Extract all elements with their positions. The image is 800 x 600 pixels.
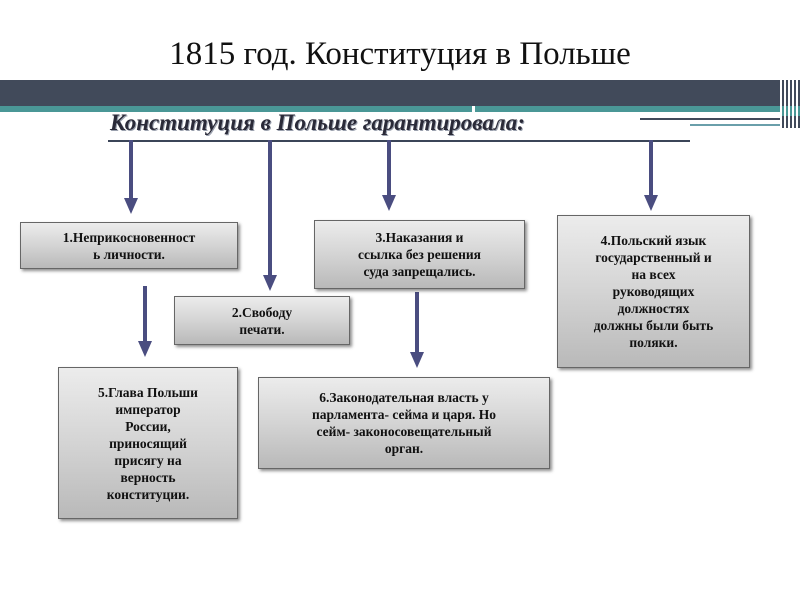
item-box-4: 4.Польский язык государственный и на все… [557,215,750,368]
item-box-3: 3.Наказания и ссылка без решения суда за… [314,220,525,289]
accent-band-left [0,106,475,112]
header-band [0,80,780,106]
arrow-to-item-1 [124,140,138,214]
item-box-6: 6.Законодательная власть у парламента- с… [258,377,550,469]
subtitle-underline [108,140,690,142]
item-box-2: 2.Свободу печати. [174,296,350,345]
accent-band-right [475,106,780,112]
decor-line-2 [690,124,780,126]
accent-stripes [782,106,800,116]
slide-title: 1815 год. Конституция в Польше [169,36,631,72]
diagram-subtitle: Конституция в Польше гарантировала: [110,110,525,135]
item-box-5: 5.Глава Польши император России, принося… [58,367,238,519]
arrow-to-item-6 [410,292,424,368]
header-stripes [782,80,800,128]
arrow-to-item-3 [382,140,396,211]
arrow-to-item-2 [263,140,277,291]
item-box-1: 1.Неприкосновенност ь личности. [20,222,238,269]
decor-line [640,118,780,120]
arrow-to-item-4 [644,140,658,211]
arrow-to-item-5 [138,286,152,357]
